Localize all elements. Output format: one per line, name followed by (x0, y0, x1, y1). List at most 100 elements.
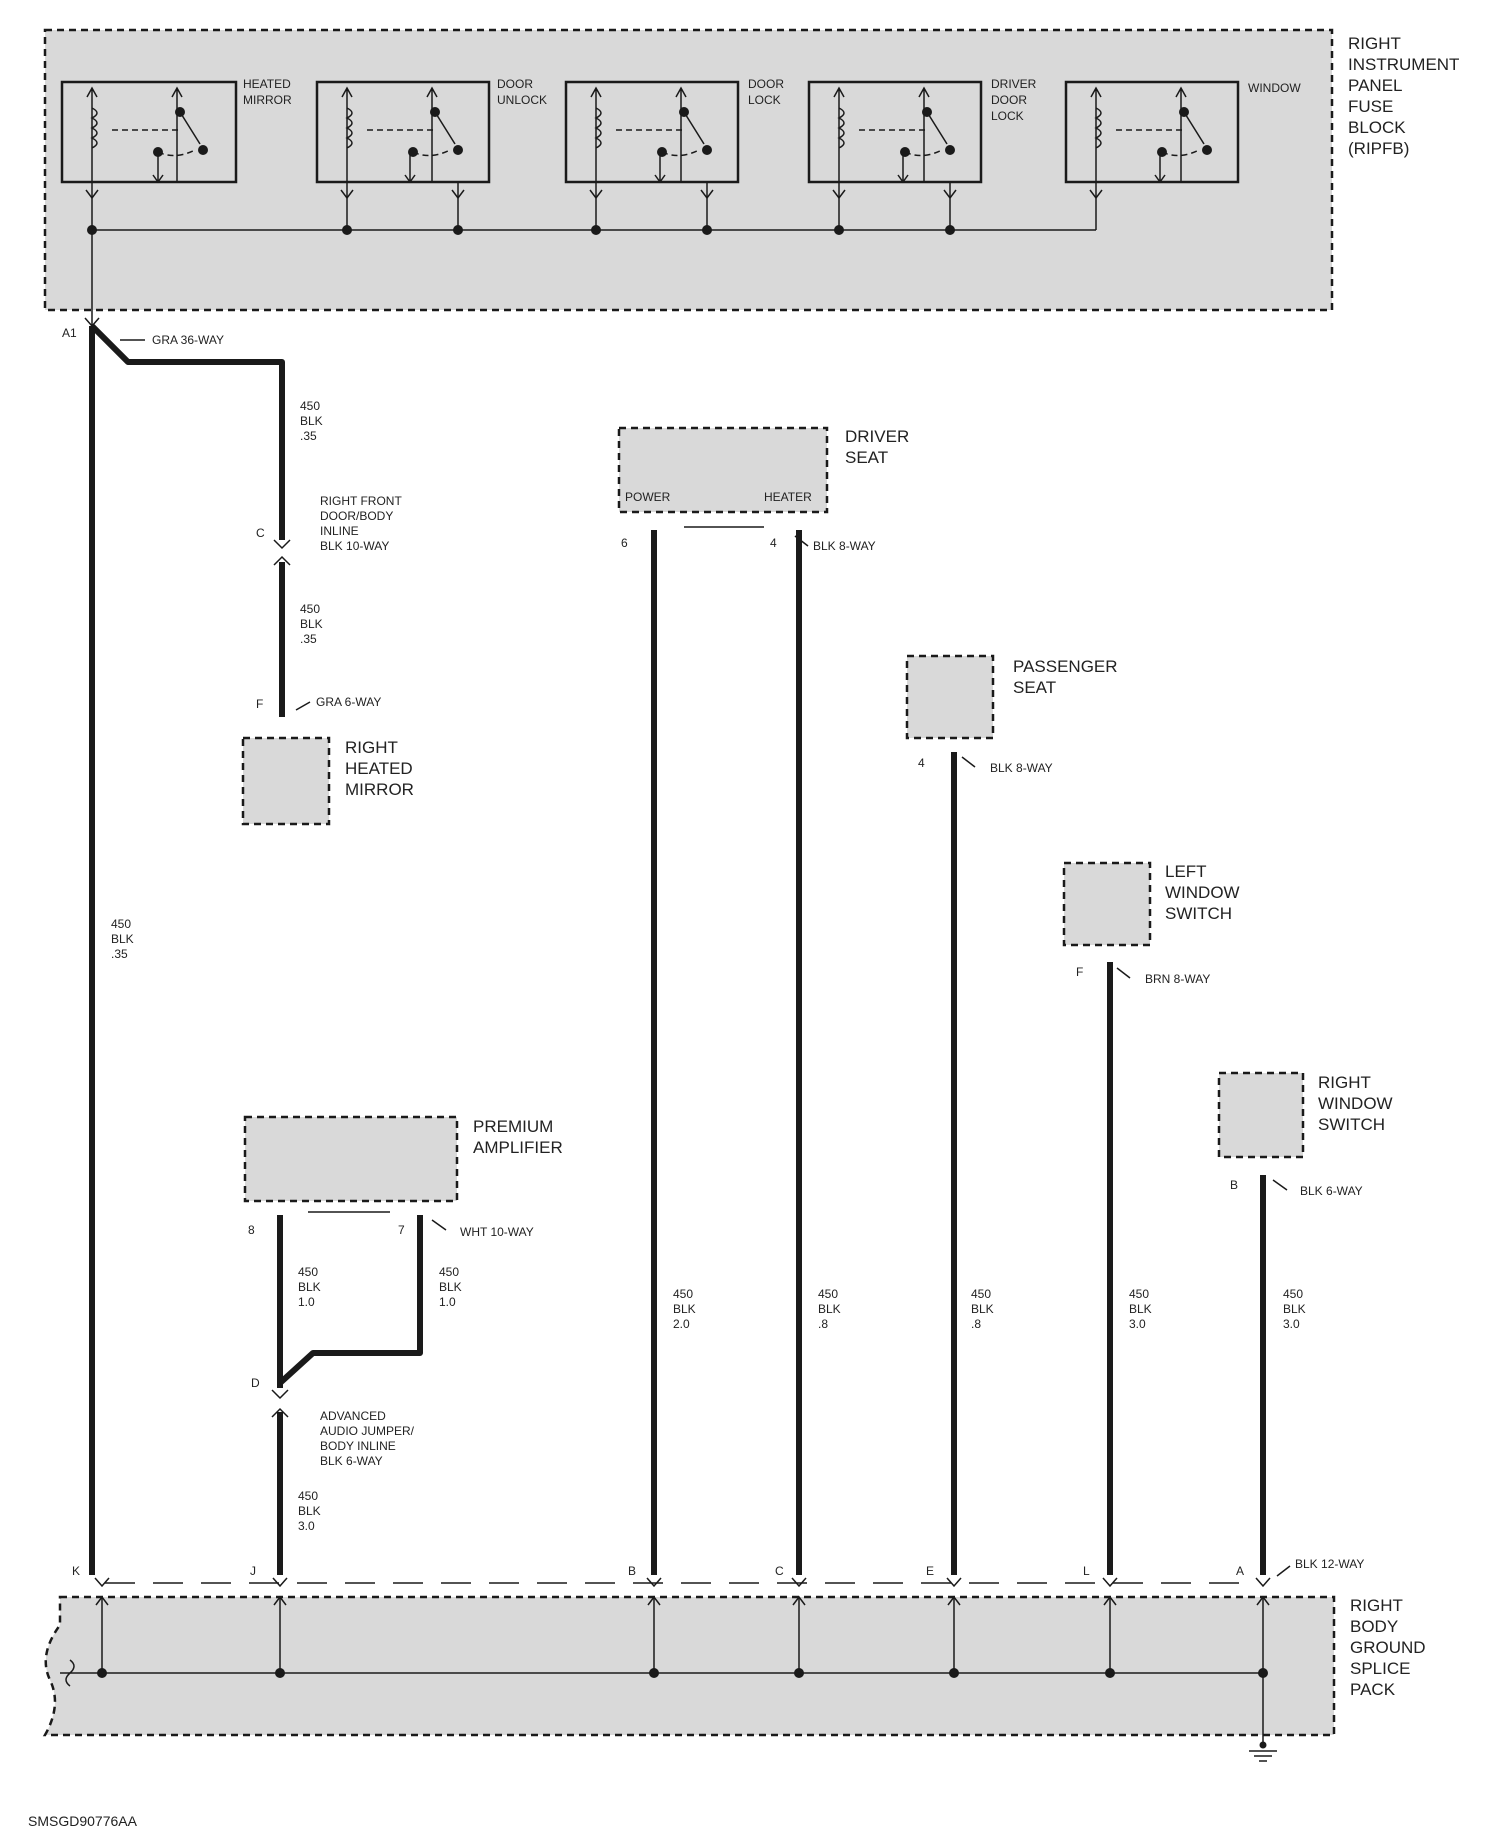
splice-pin: L (1083, 1564, 1090, 1578)
mirror-branch-wire (89, 323, 285, 540)
wire-label-amp-lower: 450 BLK 3.0 (298, 1489, 321, 1533)
wire-label: 3.0 (298, 1519, 315, 1533)
relay-label: HEATED (243, 77, 291, 91)
right-window-switch-pin: B (1230, 1178, 1238, 1192)
fuse-block-pin: A1 (62, 326, 77, 340)
wire-label-amp-8: 450 BLK 1.0 (298, 1265, 321, 1309)
wire-label: 450 (298, 1265, 318, 1279)
connector-marker (1276, 1565, 1291, 1577)
relay-label: DOOR (991, 93, 1027, 107)
splice-pin: K (72, 1564, 80, 1578)
audio-jumper-pin: D (251, 1376, 260, 1390)
relay-label: UNLOCK (497, 93, 547, 107)
mirror-connector: GRA 6-WAY (316, 695, 381, 709)
fuse-block-title-line: (RIPFB) (1348, 139, 1409, 158)
fuse-block-title-line: FUSE (1348, 97, 1393, 116)
wire-label-passenger: 450 BLK .8 (971, 1287, 994, 1331)
inline-right-front-label: RIGHT FRONT DOOR/BODY INLINE BLK 10-WAY (320, 494, 402, 553)
component-label: SWITCH (1318, 1115, 1385, 1134)
splice-pack-connector: BLK 12-WAY (1295, 1557, 1364, 1571)
right-window-switch-label: RIGHT WINDOW SWITCH (1318, 1073, 1393, 1134)
wire-label: BLK (1283, 1302, 1306, 1316)
footer-code: SMSGD90776AA (28, 1813, 138, 1829)
audio-jumper-label: ADVANCED AUDIO JUMPER/ BODY INLINE BLK 6… (320, 1409, 415, 1468)
premium-amplifier-label: PREMIUM AMPLIFIER (473, 1117, 563, 1157)
amplifier-connector: WHT 10-WAY (460, 1225, 534, 1239)
wire-label: .35 (300, 429, 317, 443)
inline-label: BLK 6-WAY (320, 1454, 383, 1468)
wire-label: BLK (673, 1302, 696, 1316)
wire-label-mirror-lower: 450 BLK .35 (300, 602, 323, 646)
inline-label: DOOR/BODY (320, 509, 393, 523)
connector-marker (1116, 967, 1131, 979)
passenger-seat-pin: 4 (918, 756, 925, 770)
wire-label: 3.0 (1283, 1317, 1300, 1331)
wire-label: BLK (971, 1302, 994, 1316)
wire-label: BLK (298, 1280, 321, 1294)
relay-door-unlock: DOOR UNLOCK (315, 77, 547, 184)
right-window-switch-connector: BLK 6-WAY (1300, 1184, 1363, 1198)
splice-pin: J (250, 1564, 256, 1578)
fuse-block-connector: GRA 36-WAY (152, 333, 224, 347)
driver-seat-pin-power: 6 (621, 536, 628, 550)
component-label: AMPLIFIER (473, 1138, 563, 1157)
driver-seat-power-label: POWER (625, 490, 671, 504)
splice-pack-internal (60, 1595, 1270, 1745)
driver-seat-label: DRIVER SEAT (845, 427, 909, 467)
wire-label: 450 (818, 1287, 838, 1301)
inline-label: INLINE (320, 524, 359, 538)
inline-connector-symbol (273, 539, 291, 566)
relay-label: DOOR (748, 77, 784, 91)
inline-label: RIGHT FRONT (320, 494, 402, 508)
fuse-block-title-line: BLOCK (1348, 118, 1406, 137)
wire-label: 450 (1283, 1287, 1303, 1301)
splice-pack-box (42, 1595, 1336, 1737)
wire-label: .35 (300, 632, 317, 646)
component-label: SPLICE (1350, 1659, 1410, 1678)
wire-label-seat-power: 450 BLK 2.0 (673, 1287, 696, 1331)
component-label: DRIVER (845, 427, 909, 446)
wire-label-left-window: 450 BLK 3.0 (1129, 1287, 1152, 1331)
component-label: PREMIUM (473, 1117, 553, 1136)
wire-label: .8 (971, 1317, 981, 1331)
wire-label-main: 450 BLK .35 (111, 917, 134, 961)
right-heated-mirror-label: RIGHT HEATED MIRROR (345, 738, 414, 799)
amplifier-pin-8: 8 (248, 1223, 255, 1237)
relay-label: MIRROR (243, 93, 292, 107)
component-label: WINDOW (1318, 1094, 1393, 1113)
wire-label: .8 (818, 1317, 828, 1331)
passenger-seat-connector: BLK 8-WAY (990, 761, 1053, 775)
left-window-switch-pin: F (1076, 965, 1083, 979)
connector-marker (1272, 1179, 1288, 1191)
wire-label: BLK (298, 1504, 321, 1518)
left-window-switch-label: LEFT WINDOW SWITCH (1165, 862, 1240, 923)
connector-marker (961, 756, 976, 768)
wire-label: 450 (971, 1287, 991, 1301)
right-heated-mirror-box (241, 736, 331, 826)
wire-label-seat-heater: 450 BLK .8 (818, 1287, 841, 1331)
driver-seat-heater-label: HEATER (764, 490, 812, 504)
wire-label: BLK (111, 932, 134, 946)
wire-label: 450 (300, 602, 320, 616)
inline-label: BLK 10-WAY (320, 539, 389, 553)
passenger-seat-label: PASSENGER SEAT (1013, 657, 1118, 697)
fuse-block-title: RIGHT INSTRUMENT PANEL FUSE BLOCK (RIPFB… (1348, 34, 1459, 158)
fuse-block-title-line: INSTRUMENT (1348, 55, 1459, 74)
wire-label: 450 (439, 1265, 459, 1279)
wire-label: 1.0 (439, 1295, 456, 1309)
fuse-block-ground-bus (85, 182, 1103, 325)
component-label: BODY (1350, 1617, 1398, 1636)
relay-label: DOOR (497, 77, 533, 91)
fuse-block-title-line: RIGHT (1348, 34, 1401, 53)
component-label: PACK (1350, 1680, 1396, 1699)
connector-marker (431, 1219, 447, 1231)
relay-window: WINDOW (1064, 80, 1301, 184)
relay-heated-mirror: HEATED MIRROR (60, 77, 292, 184)
splice-pack-pins: K J B C E L A (72, 1564, 1244, 1578)
relay-label: WINDOW (1248, 81, 1301, 95)
driver-seat-pin-heater: 4 (770, 536, 777, 550)
wire-label: 450 (298, 1489, 318, 1503)
wire-label: 450 (111, 917, 131, 931)
wire-label: 450 (1129, 1287, 1149, 1301)
component-label: RIGHT (345, 738, 398, 757)
